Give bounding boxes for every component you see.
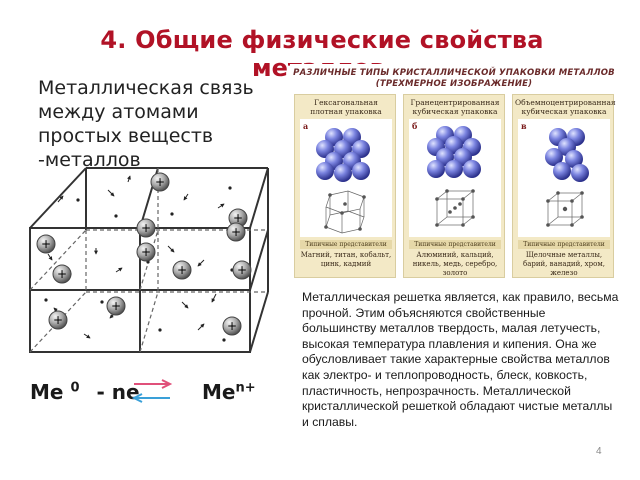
- cation: +: [150, 172, 170, 192]
- card-letter: в: [521, 121, 527, 131]
- crystal-heading-line1: РАЗЛИЧНЫЕ ТИПЫ КРИСТАЛЛИЧЕСКОЙ УПАКОВКИ …: [293, 68, 615, 78]
- bcc-packing-illustration: [545, 128, 589, 227]
- equation-cation-symbol: Me: [202, 380, 236, 404]
- lattice-description: Металлическая решетка является, как прав…: [302, 290, 619, 429]
- card-illustration: в: [518, 119, 610, 237]
- svg-text:+: +: [57, 267, 67, 281]
- crystal-packing-figure: РАЗЛИЧНЫЕ ТИПЫ КРИСТАЛЛИЧЕСКОЙ УПАКОВКИ …: [290, 64, 618, 282]
- card-letter: б: [412, 121, 418, 131]
- cation: +: [52, 264, 72, 284]
- cation: +: [172, 260, 192, 280]
- svg-text:+: +: [141, 221, 151, 235]
- cation: +: [48, 310, 68, 330]
- slide-title-line1: 4. Общие физические свойства: [100, 26, 544, 54]
- card-metal-list: Алюминий, кальций, никель, медь, серебро…: [412, 251, 498, 277]
- cation: +: [136, 218, 156, 238]
- svg-text:+: +: [141, 245, 151, 259]
- equation-left: Me 0 - ne: [30, 380, 140, 404]
- equation-minus-electrons: - ne: [96, 380, 140, 404]
- cation-group: + + + + + + + + + + + +: [36, 172, 252, 336]
- equilibrium-arrows: [131, 379, 173, 403]
- slide-title: 4. Общие физические свойства: [62, 22, 582, 58]
- packing-card-bcc: Объемноцентрированная кубическая упаковк…: [512, 94, 616, 278]
- cation: +: [36, 234, 56, 254]
- card-title: Объемноцентрированная кубическая упаковк…: [515, 98, 616, 116]
- card-metal-list: Магний, титан, кобальт, цинк, кадмий: [300, 251, 392, 268]
- card-sub-heading: Типичные представители: [518, 240, 610, 249]
- card-illustration: б: [409, 119, 501, 237]
- card-sub-heading: Типичные представители: [409, 240, 501, 249]
- cation: +: [136, 242, 156, 262]
- metallic-lattice-illustration: + + + + + + + + + + + +: [29, 167, 269, 353]
- svg-text:+: +: [177, 263, 187, 277]
- hexagonal-packing-illustration: [316, 128, 370, 234]
- svg-text:+: +: [155, 175, 165, 189]
- svg-text:+: +: [233, 211, 243, 225]
- equation-right-charge: n+: [235, 380, 256, 396]
- card-metal-list: Щелочные металлы, барий, ванадий, хром, …: [522, 251, 605, 277]
- fcc-packing-illustration: [427, 126, 481, 227]
- equation-metal-symbol: Me: [30, 380, 64, 404]
- card-title: Гексагональная плотная упаковка: [310, 98, 382, 116]
- cation: +: [226, 222, 246, 242]
- reverse-arrow: [131, 393, 170, 403]
- svg-text:+: +: [237, 263, 247, 277]
- metallic-bond-caption: Металлическая связь между атомами просты…: [38, 77, 254, 171]
- card-sub-heading: Типичные представители: [300, 240, 392, 249]
- svg-text:+: +: [41, 237, 51, 251]
- crystal-figure-heading: РАЗЛИЧНЫЕ ТИПЫ КРИСТАЛЛИЧЕСКОЙ УПАКОВКИ …: [290, 68, 618, 90]
- cation: +: [222, 316, 242, 336]
- packing-card-hexagonal: Гексагональная плотная упаковка а: [294, 94, 396, 278]
- equation-right: Men+: [202, 380, 256, 404]
- svg-text:+: +: [227, 319, 237, 333]
- card-illustration: а: [300, 119, 392, 237]
- page-number: 4: [596, 446, 602, 457]
- card-title: Гранецентрированная кубическая упаковка: [410, 98, 500, 116]
- crystal-heading-line2: (ТРЕХМЕРНОЕ ИЗОБРАЖЕНИЕ): [375, 79, 533, 89]
- svg-text:+: +: [53, 313, 63, 327]
- forward-arrow: [134, 379, 173, 389]
- svg-text:+: +: [111, 299, 121, 313]
- card-letter: а: [303, 121, 309, 131]
- packing-card-fcc: Гранецентрированная кубическая упаковка …: [403, 94, 505, 278]
- equation-left-charge: 0: [70, 380, 80, 396]
- svg-text:+: +: [231, 225, 241, 239]
- electron-arrows: [47, 175, 225, 339]
- cation: +: [232, 260, 252, 280]
- cation: +: [106, 296, 126, 316]
